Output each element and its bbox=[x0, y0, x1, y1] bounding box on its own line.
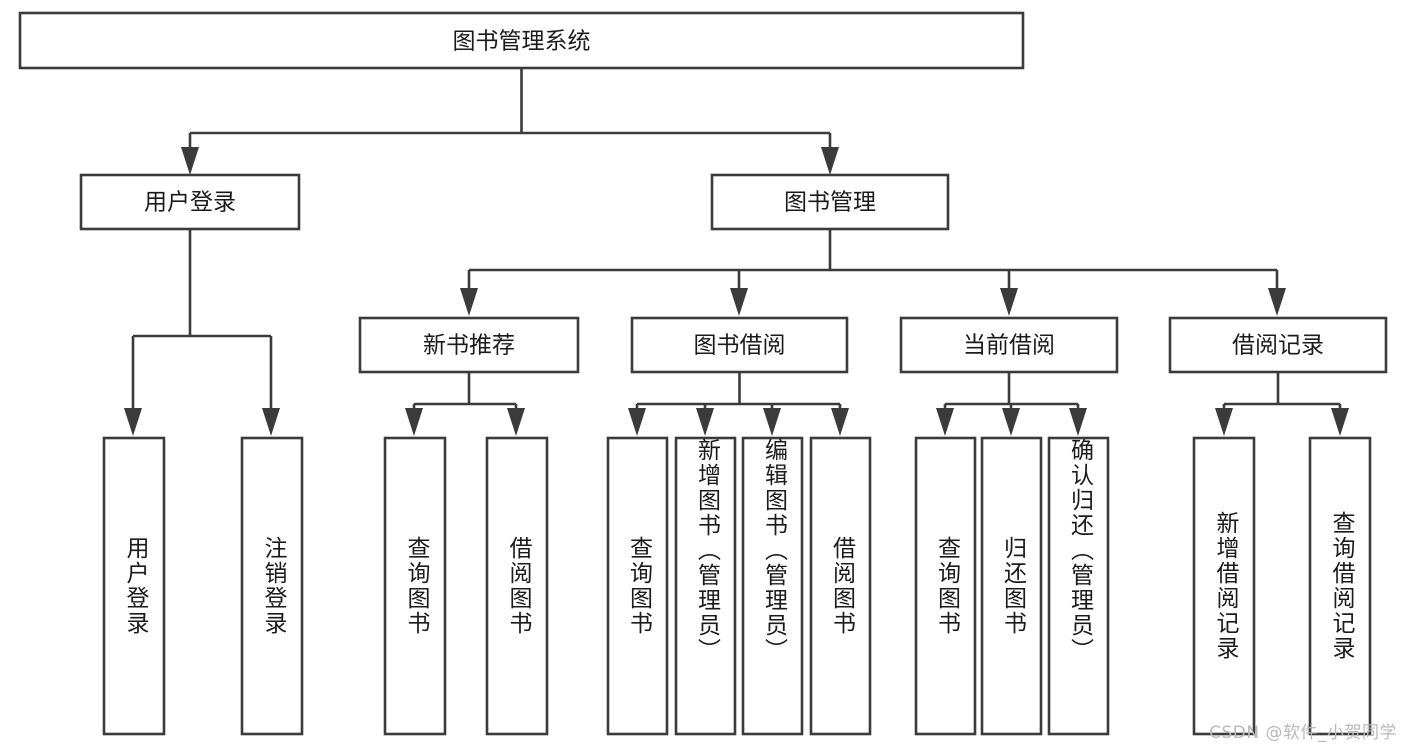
leaf-box-query-book-3[interactable] bbox=[914, 436, 977, 736]
arrow-head-icon bbox=[1069, 408, 1087, 436]
arrow-head-icon bbox=[1268, 288, 1286, 316]
arrow-head-icon bbox=[1002, 408, 1020, 436]
node-user-login-box bbox=[79, 173, 301, 231]
arrow-head-icon bbox=[936, 408, 954, 436]
node-new-book-recommend-label: 新书推荐 bbox=[423, 333, 515, 359]
arrow-head-icon bbox=[1000, 288, 1018, 316]
arrow-head-icon bbox=[1215, 408, 1233, 436]
node-book-manage[interactable]: 图书管理 bbox=[710, 173, 950, 231]
arrow-head-icon bbox=[763, 408, 781, 436]
arrow-head-icon bbox=[628, 408, 646, 436]
node-root-box bbox=[18, 11, 1025, 70]
arrow-head-icon bbox=[831, 408, 849, 436]
node-user-login[interactable]: 用户登录 bbox=[79, 173, 301, 231]
leaf-box-query-book-2[interactable] bbox=[606, 436, 669, 736]
node-borrow-record-label: 借阅记录 bbox=[1232, 333, 1324, 359]
node-borrow-record[interactable]: 借阅记录 bbox=[1168, 316, 1388, 374]
leaf-box-add-book[interactable] bbox=[674, 436, 737, 736]
watermark-text: CSDN @软件_小贺同学 bbox=[1209, 723, 1397, 743]
leaf-box-return-book[interactable] bbox=[980, 436, 1043, 736]
arrow-head-icon bbox=[507, 408, 525, 436]
node-user-login-label: 用户登录 bbox=[144, 190, 236, 216]
leaf-box-logout-login[interactable] bbox=[240, 436, 304, 736]
leaf-box-add-record[interactable] bbox=[1192, 436, 1256, 736]
connector-book-manage-to-level3 bbox=[460, 229, 1286, 316]
node-root[interactable]: 图书管理系统 bbox=[18, 11, 1025, 70]
connector-root-to-level2 bbox=[181, 68, 839, 175]
node-book-manage-label: 图书管理 bbox=[784, 190, 876, 216]
leaf-box-query-record[interactable] bbox=[1308, 436, 1372, 736]
connector-current-borrow-to-leaves bbox=[936, 372, 1087, 436]
arrow-head-icon bbox=[262, 408, 280, 436]
arrow-head-icon bbox=[730, 288, 748, 316]
connector-new-book-recommend-to-leaves bbox=[405, 372, 525, 436]
leaf-box-edit-book[interactable] bbox=[741, 436, 804, 736]
node-current-borrow-box bbox=[899, 316, 1119, 374]
leaf-box-borrow-book-1[interactable] bbox=[485, 436, 549, 736]
arrow-head-icon bbox=[821, 147, 839, 175]
arrow-head-icon bbox=[124, 408, 142, 436]
node-new-book-recommend-box bbox=[358, 316, 580, 374]
node-book-borrow[interactable]: 图书借阅 bbox=[630, 316, 849, 374]
connector-book-borrow-to-leaves bbox=[628, 372, 849, 436]
leaf-box-query-book-1[interactable] bbox=[383, 436, 447, 736]
leaf-box-confirm-return[interactable] bbox=[1047, 436, 1110, 736]
connector-borrow-record-to-leaves bbox=[1215, 372, 1349, 436]
node-current-borrow-label: 当前借阅 bbox=[963, 333, 1055, 359]
node-root-label: 图书管理系统 bbox=[453, 29, 591, 55]
node-book-borrow-label: 图书借阅 bbox=[694, 333, 786, 359]
leaf-box-user-login[interactable] bbox=[102, 436, 166, 736]
arrow-head-icon bbox=[696, 408, 714, 436]
leaf-box-borrow-book-2[interactable] bbox=[809, 436, 872, 736]
arrow-head-icon bbox=[181, 147, 199, 175]
arrow-head-icon bbox=[460, 288, 478, 316]
node-current-borrow[interactable]: 当前借阅 bbox=[899, 316, 1119, 374]
arrow-head-icon bbox=[405, 408, 423, 436]
connector-user-login-to-leaves bbox=[124, 229, 280, 436]
node-new-book-recommend[interactable]: 新书推荐 bbox=[358, 316, 580, 374]
arrow-head-icon bbox=[1331, 408, 1349, 436]
